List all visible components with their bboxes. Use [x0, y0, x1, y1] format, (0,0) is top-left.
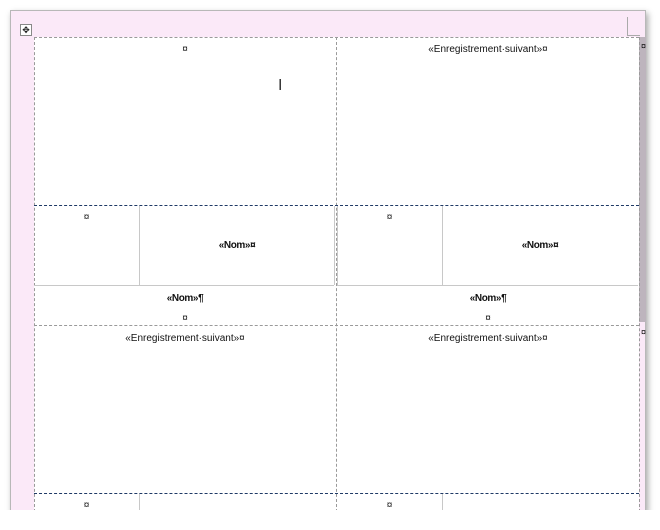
margin-corner-mark [627, 17, 640, 36]
cell-marker: ¤ [485, 313, 491, 324]
gridline [639, 37, 640, 512]
cell-border [334, 206, 335, 285]
name-field[interactable]: «Nom»¤ [218, 240, 256, 251]
label-header[interactable]: «Enregistrement·suivant»¤ [125, 333, 245, 344]
cell-border [442, 206, 443, 285]
name-field[interactable]: «Nom»¤ [521, 240, 559, 251]
cell-border [337, 206, 338, 285]
name-field[interactable]: «Nom»¶ [166, 293, 204, 304]
name-field[interactable]: «Nom»¶ [469, 293, 507, 304]
cut-line [34, 205, 639, 206]
cell-marker: ¤ [386, 500, 393, 511]
table-move-handle-icon[interactable]: ✥ [20, 24, 32, 36]
cell-border [337, 285, 638, 286]
cell-border [139, 206, 140, 285]
label-header[interactable]: ¤ [182, 44, 188, 55]
label-header[interactable]: «Enregistrement·suivant»¤ [428, 44, 548, 55]
cell-marker: ¤ [182, 313, 188, 324]
row-end-marker: ¤ [641, 327, 647, 337]
cell-border [139, 494, 140, 514]
gridline [336, 37, 337, 512]
cell-marker: ¤ [83, 212, 90, 223]
cell-marker: ¤ [83, 500, 90, 511]
right-margin-bar [639, 37, 646, 322]
cell-marker: ¤ [386, 212, 393, 223]
label-header[interactable]: «Enregistrement·suivant»¤ [428, 333, 548, 344]
gridline [34, 37, 35, 512]
gridline [34, 325, 639, 326]
torn-edge [0, 510, 660, 530]
row-end-marker: ¤ [641, 41, 647, 51]
cut-line [34, 493, 639, 494]
cell-border [442, 494, 443, 514]
text-cursor-icon: I [278, 77, 283, 94]
cell-border [34, 285, 334, 286]
